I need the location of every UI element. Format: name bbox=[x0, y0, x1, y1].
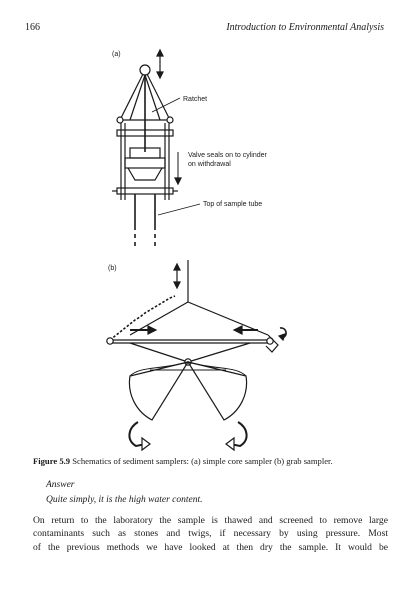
sampler-schematics: (a) Ratchet Valve seals on to cylinder o… bbox=[106, 48, 287, 452]
answer-text: Quite simply, it is the high water conte… bbox=[46, 495, 203, 505]
page-number: 166 bbox=[25, 22, 40, 33]
figure-5-9: (a) Ratchet Valve seals on to cylinder o… bbox=[0, 40, 408, 460]
body-line-3: of the previous methods we have looked a… bbox=[33, 541, 388, 553]
chain bbox=[109, 295, 176, 341]
link-left bbox=[129, 342, 189, 363]
frame-left-outer bbox=[119, 73, 144, 121]
valve-label-line2: on withdrawal bbox=[188, 161, 231, 168]
pivot-right bbox=[166, 116, 174, 124]
body-line-1: On return to the laboratory the sample i… bbox=[33, 515, 388, 526]
arrow-down-head bbox=[156, 71, 164, 80]
link-right bbox=[187, 342, 251, 363]
jaw-left bbox=[128, 361, 190, 421]
grab-arrow-up-head bbox=[173, 262, 181, 271]
frame-right-inner bbox=[144, 74, 161, 121]
arrow-left-head bbox=[232, 325, 243, 335]
tube-leader bbox=[157, 203, 201, 216]
rotation-arrow-head bbox=[277, 333, 286, 342]
body-paragraph: On return to the laboratory the sample i… bbox=[33, 514, 388, 554]
withdrawal-arrow-head bbox=[174, 177, 182, 186]
trigger bbox=[265, 334, 279, 353]
valve-label-line1: Valve seals on to cylinder bbox=[188, 152, 268, 159]
page-header: 166 Introduction to Environmental Analys… bbox=[0, 22, 408, 36]
tube-label: Top of sample tube bbox=[203, 201, 262, 208]
arrow-right-head bbox=[147, 325, 158, 335]
jaw-close-arrow-left bbox=[128, 421, 147, 448]
arrow-up-head bbox=[156, 48, 164, 57]
caption-text: Schematics of sediment samplers: (a) sim… bbox=[72, 456, 333, 466]
core-sampler-diagram bbox=[112, 48, 201, 246]
jaw-close-arrow-right-head bbox=[225, 436, 235, 452]
jaw-right bbox=[186, 361, 248, 421]
figure-caption: Figure 5.9 Schematics of sediment sample… bbox=[33, 456, 383, 467]
body-line-2: contaminants such as stones and twigs, i… bbox=[33, 528, 388, 540]
upper-collar bbox=[116, 129, 174, 137]
frame-left-inner bbox=[129, 74, 146, 121]
pivot-left bbox=[116, 116, 124, 124]
jaw-top-edge bbox=[129, 361, 247, 377]
ratchet-label: Ratchet bbox=[183, 96, 207, 103]
jaw-close-arrow-left-head bbox=[141, 436, 151, 452]
frame-right-outer bbox=[146, 73, 171, 121]
valve-seat bbox=[127, 167, 163, 181]
caption-label: Figure 5.9 bbox=[33, 456, 71, 466]
lift-ring bbox=[139, 64, 151, 76]
jaw-close-arrow-right bbox=[229, 421, 248, 448]
panel-b-label: (b) bbox=[108, 265, 117, 272]
ratchet-leader bbox=[151, 97, 181, 113]
valve-body bbox=[124, 157, 166, 169]
bar-pivot-left bbox=[106, 337, 114, 345]
running-title: Introduction to Environmental Analysis bbox=[226, 22, 384, 33]
panel-a-label: (a) bbox=[112, 51, 121, 58]
grab-arrow-down-head bbox=[173, 281, 181, 290]
answer-label: Answer bbox=[46, 480, 75, 490]
grab-sampler-diagram bbox=[106, 260, 287, 452]
